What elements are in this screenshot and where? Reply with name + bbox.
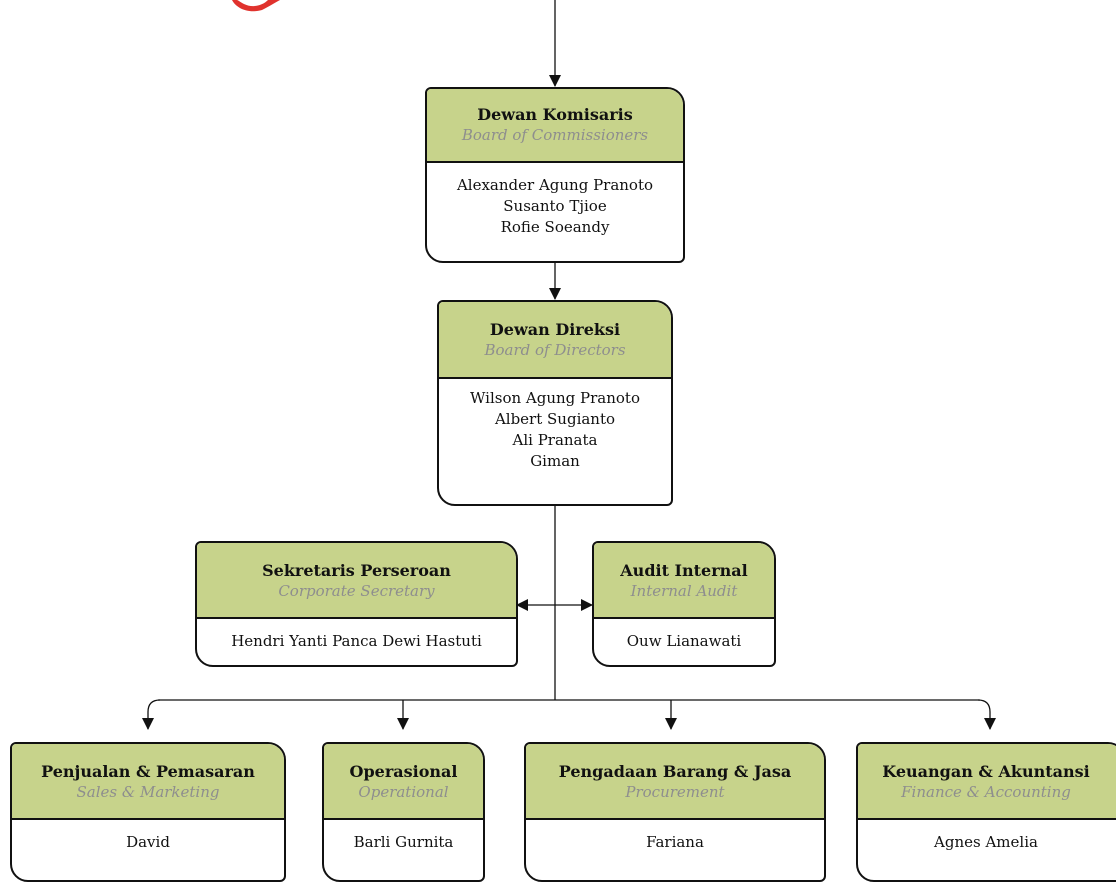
commissioners-subtitle: Board of Commissioners: [461, 126, 649, 144]
sales-box: Penjualan & Pemasaran Sales & Marketing …: [10, 742, 286, 882]
secretary-header: Sekretaris Perseroan Corporate Secretary: [197, 543, 516, 619]
operational-subtitle: Operational: [358, 783, 449, 801]
procurement-members: Fariana: [526, 820, 824, 853]
commissioners-header: Dewan Komisaris Board of Commissioners: [427, 89, 683, 163]
sales-title: Penjualan & Pemasaran: [41, 762, 255, 781]
sales-header: Penjualan & Pemasaran Sales & Marketing: [12, 744, 284, 820]
sales-connector: [142, 699, 161, 730]
procurement-subtitle: Procurement: [625, 783, 725, 801]
audit-members: Ouw Lianawati: [594, 619, 774, 652]
directors-subtitle: Board of Directors: [484, 341, 626, 359]
audit-subtitle: Internal Audit: [630, 582, 738, 600]
secretary-subtitle: Corporate Secretary: [278, 582, 435, 600]
commissioners-member: Rofie Soeandy: [500, 218, 610, 236]
commissioners-members: Alexander Agung Pranoto Susanto Tjioe Ro…: [427, 163, 683, 238]
commissioners-member: Alexander Agung Pranoto: [456, 176, 654, 194]
finance-box: Keuangan & Akuntansi Finance & Accountin…: [856, 742, 1116, 882]
sales-member: David: [126, 833, 170, 851]
finance-subtitle: Finance & Accounting: [901, 783, 1071, 801]
commissioners-member: Susanto Tjioe: [503, 197, 607, 215]
finance-title: Keuangan & Akuntansi: [882, 762, 1090, 781]
operational-box: Operasional Operational Barli Gurnita: [322, 742, 485, 882]
finance-member: Agnes Amelia: [934, 833, 1038, 851]
commissioners-box: Dewan Komisaris Board of Commissioners A…: [425, 87, 685, 263]
finance-connector: [977, 699, 996, 730]
operational-member: Barli Gurnita: [353, 833, 454, 851]
procurement-box: Pengadaan Barang & Jasa Procurement Fari…: [524, 742, 826, 882]
directors-members: Wilson Agung Pranoto Albert Sugianto Ali…: [439, 379, 671, 472]
commissioners-title: Dewan Komisaris: [477, 105, 633, 124]
directors-member: Giman: [530, 452, 580, 470]
audit-member: Ouw Lianawati: [626, 632, 742, 650]
secretary-members: Hendri Yanti Panca Dewi Hastuti: [197, 619, 516, 652]
directors-header: Dewan Direksi Board of Directors: [439, 302, 671, 379]
procurement-header: Pengadaan Barang & Jasa Procurement: [526, 744, 824, 820]
secretary-box: Sekretaris Perseroan Corporate Secretary…: [195, 541, 518, 667]
secretary-member: Hendri Yanti Panca Dewi Hastuti: [231, 632, 482, 650]
operational-title: Operasional: [349, 762, 458, 781]
audit-title: Audit Internal: [620, 561, 748, 580]
procurement-title: Pengadaan Barang & Jasa: [558, 762, 792, 781]
sales-members: David: [12, 820, 284, 853]
operational-members: Barli Gurnita: [324, 820, 483, 853]
directors-box: Dewan Direksi Board of Directors Wilson …: [437, 300, 673, 506]
directors-member: Ali Pranata: [512, 431, 598, 449]
directors-title: Dewan Direksi: [489, 320, 621, 339]
finance-members: Agnes Amelia: [858, 820, 1116, 853]
procurement-member: Fariana: [646, 833, 704, 851]
audit-header: Audit Internal Internal Audit: [594, 543, 774, 619]
sales-subtitle: Sales & Marketing: [76, 783, 220, 801]
secretary-title: Sekretaris Perseroan: [262, 561, 451, 580]
audit-box: Audit Internal Internal Audit Ouw Lianaw…: [592, 541, 776, 667]
directors-member: Wilson Agung Pranoto: [470, 389, 640, 407]
operational-header: Operasional Operational: [324, 744, 483, 820]
finance-header: Keuangan & Akuntansi Finance & Accountin…: [858, 744, 1116, 820]
directors-member: Albert Sugianto: [494, 410, 616, 428]
